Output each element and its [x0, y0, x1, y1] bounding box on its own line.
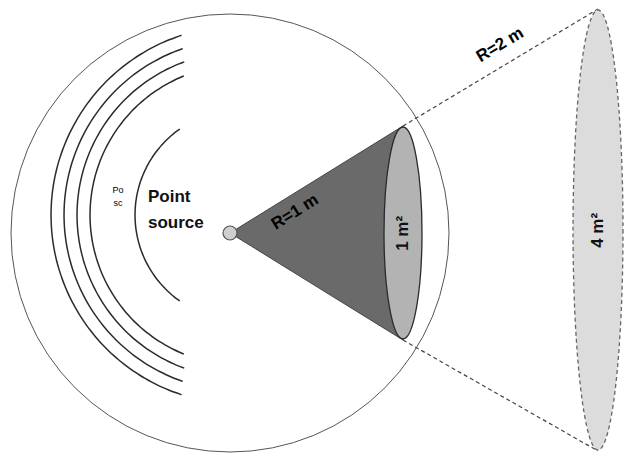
projection-line [403, 340, 598, 451]
radius-label: R=2 m [473, 23, 527, 67]
area-value: 4 m² [589, 213, 608, 248]
clipped-text: Po [112, 185, 123, 195]
area-ellipse: 4 m² [572, 9, 624, 451]
source-name: Point source [148, 184, 222, 237]
source-label-box: Point source [148, 180, 222, 240]
clipped-text: sc [114, 198, 123, 208]
ellipse-shape [384, 127, 422, 339]
area-value: 1 m² [394, 216, 413, 251]
projection-line [403, 9, 598, 126]
point-source-dot [223, 226, 237, 240]
sphere-outline [11, 14, 449, 452]
area-ellipse: 1 m² [383, 126, 423, 340]
ellipse-shape [573, 10, 623, 450]
cone [230, 126, 403, 340]
